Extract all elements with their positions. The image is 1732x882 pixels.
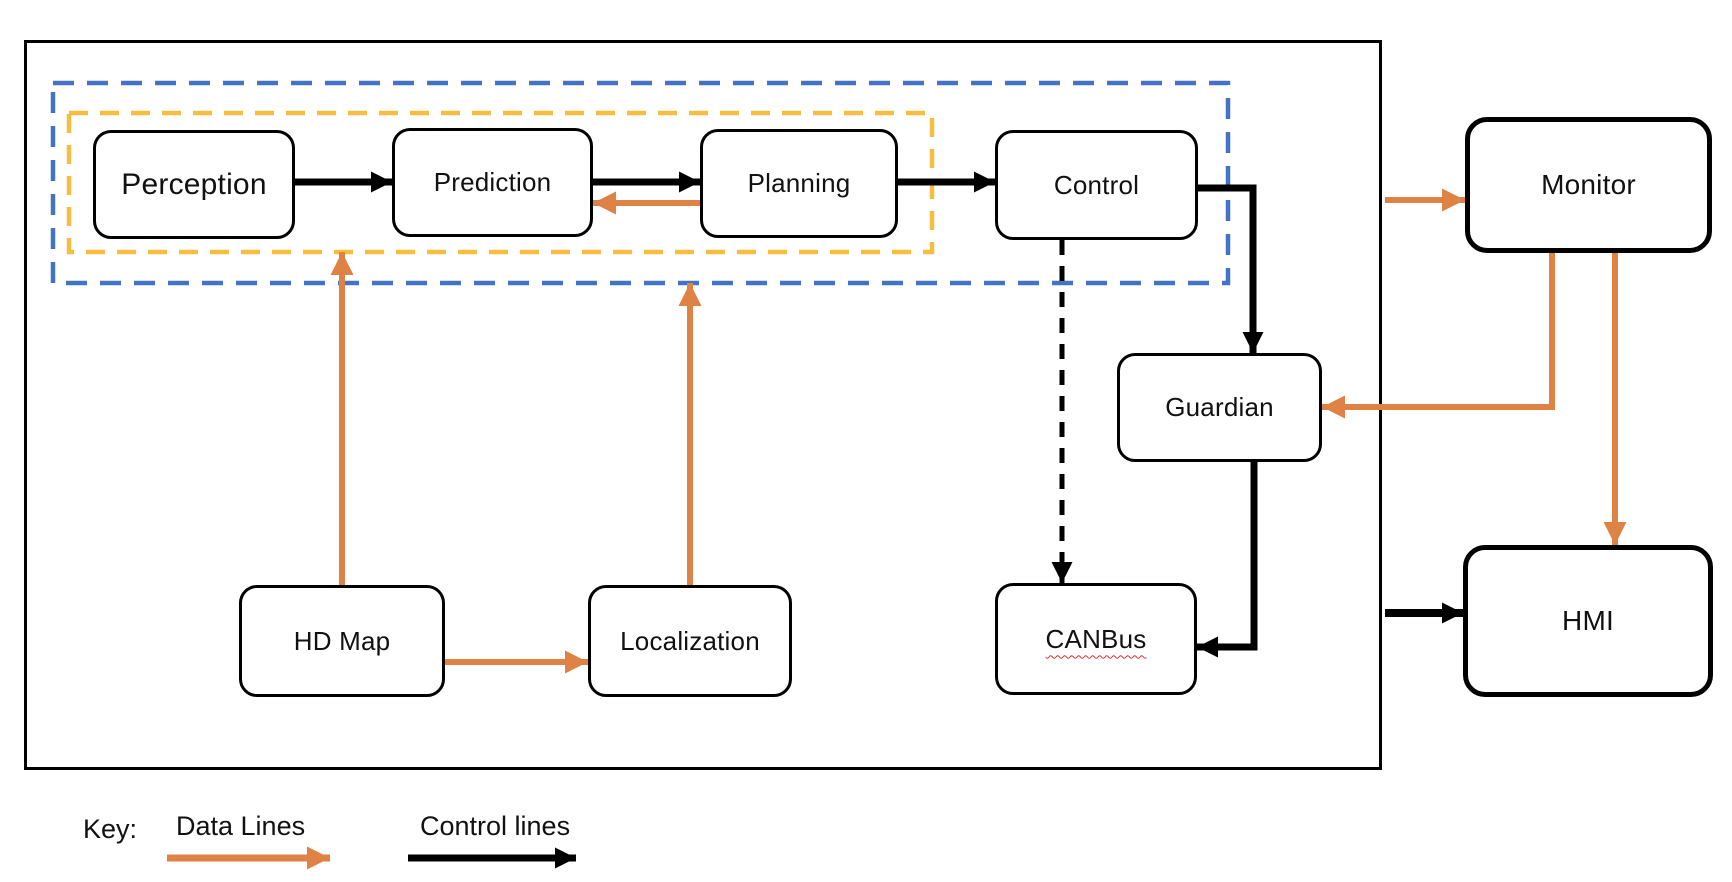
- legend-control-lines-label: Control lines: [420, 811, 571, 841]
- node-prediction: Prediction: [392, 128, 593, 237]
- node-control-label: Control: [1053, 169, 1140, 200]
- node-control: Control: [995, 130, 1198, 240]
- node-hdmap-label: HD Map: [293, 625, 391, 656]
- node-localization: Localization: [588, 585, 792, 697]
- node-hdmap: HD Map: [239, 585, 445, 697]
- node-canbus: CANBus: [995, 583, 1197, 695]
- node-hmi-label: HMI: [1562, 605, 1614, 636]
- node-hmi: HMI: [1463, 545, 1713, 697]
- node-guardian-label: Guardian: [1165, 392, 1274, 422]
- node-localization-label: Localization: [620, 625, 760, 656]
- node-monitor: Monitor: [1465, 117, 1712, 253]
- node-guardian: Guardian: [1117, 353, 1322, 462]
- node-perception-label: Perception: [121, 167, 267, 201]
- legend-key-label: Key:: [83, 814, 138, 844]
- node-monitor-label: Monitor: [1541, 169, 1636, 200]
- node-perception: Perception: [93, 130, 295, 239]
- legend-data-lines-label: Data Lines: [176, 811, 306, 841]
- node-prediction-label: Prediction: [433, 167, 552, 197]
- node-canbus-label: CANBus: [1045, 623, 1147, 654]
- node-planning: Planning: [700, 129, 898, 238]
- node-planning-label: Planning: [747, 168, 851, 198]
